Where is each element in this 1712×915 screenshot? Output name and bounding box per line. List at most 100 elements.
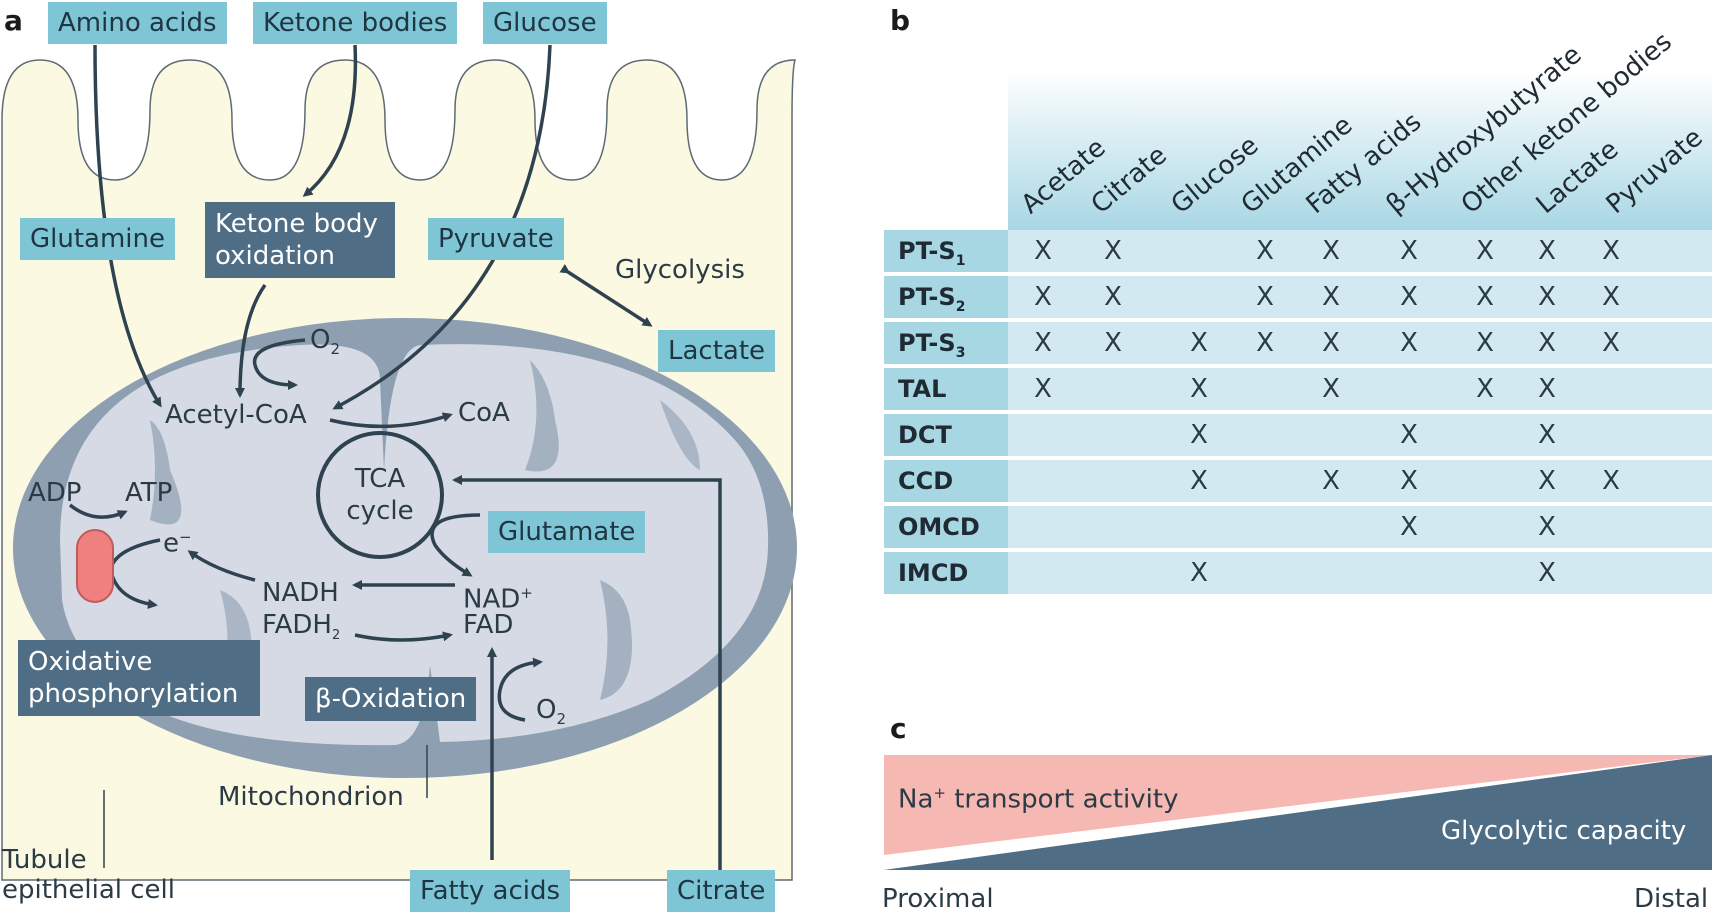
atp-label: ATP	[125, 478, 173, 508]
glutamate-box: Glutamate	[488, 511, 646, 553]
proximal-label: Proximal	[882, 884, 994, 914]
table-row	[1008, 506, 1712, 548]
row-name: CCD	[898, 467, 954, 495]
pyruvate-box: Pyruvate	[428, 218, 564, 260]
table-cell-mark: X	[1538, 328, 1556, 358]
table-row	[1008, 414, 1712, 456]
panel-b-header-bg	[1008, 70, 1712, 230]
table-row	[1008, 368, 1712, 410]
table-cell-mark: X	[1190, 466, 1208, 496]
o2-label-top: O2	[310, 325, 341, 359]
panel-c-wedges	[884, 755, 1712, 870]
tca-cycle-circle	[316, 431, 444, 559]
table-cell-mark: X	[1190, 558, 1208, 588]
beta-oxidation-box: β-Oxidation	[305, 677, 477, 721]
glycolysis-label: Glycolysis	[615, 255, 745, 285]
table-cell-mark: X	[1538, 374, 1556, 404]
row-name: PT-S	[898, 237, 956, 265]
row-name: OMCD	[898, 513, 980, 541]
table-cell-mark: X	[1602, 466, 1620, 496]
na-transport-wedge	[884, 755, 1712, 855]
row-name: PT-S	[898, 329, 956, 357]
row-name: PT-S	[898, 283, 956, 311]
tca-cycle-label: TCA cycle	[346, 464, 414, 526]
table-cell-mark: X	[1400, 512, 1418, 542]
tubule-cell-label: Tubule epithelial cell	[2, 845, 175, 905]
mitochondrion-label: Mitochondrion	[218, 782, 404, 812]
electron-label: e−	[163, 528, 192, 559]
ketone-body-oxidation-box: Ketone body oxidation	[205, 202, 395, 278]
panel-a-drawing	[1, 44, 797, 881]
table-cell-mark: X	[1322, 374, 1340, 404]
row-header: CCD	[884, 460, 1008, 502]
glycolytic-wedge	[884, 755, 1712, 870]
table-cell-mark: X	[1476, 374, 1494, 404]
table-row	[1008, 276, 1712, 318]
table-row	[1008, 230, 1712, 272]
ketone-bodies-box: Ketone bodies	[253, 2, 458, 44]
table-cell-mark: X	[1104, 236, 1122, 266]
row-subscript: 2	[955, 298, 966, 315]
glycolytic-label: Glycolytic capacity	[1441, 816, 1687, 846]
atp-synthase	[76, 529, 114, 603]
row-header: DCT	[884, 414, 1008, 456]
row-name: IMCD	[898, 559, 969, 587]
table-cell-mark: X	[1476, 236, 1494, 266]
table-cell-mark: X	[1476, 282, 1494, 312]
table-cell-mark: X	[1190, 374, 1208, 404]
table-cell-mark: X	[1400, 466, 1418, 496]
table-cell-mark: X	[1104, 328, 1122, 358]
table-cell-mark: X	[1256, 328, 1274, 358]
lactate-box: Lactate	[658, 330, 776, 372]
fatty-acids-box: Fatty acids	[410, 870, 571, 912]
fadh-label: FADH2	[262, 610, 341, 644]
oxidative-phosphorylation-box: Oxidative phosphorylation	[18, 640, 260, 716]
table-row	[1008, 460, 1712, 502]
fad-label: FAD	[463, 610, 514, 640]
table-cell-mark: X	[1538, 282, 1556, 312]
row-name: TAL	[898, 375, 947, 403]
table-cell-mark: X	[1034, 236, 1052, 266]
row-header: IMCD	[884, 552, 1008, 594]
row-subscript: 3	[955, 344, 966, 361]
table-cell-mark: X	[1602, 236, 1620, 266]
na-transport-label: Na+ transport activity	[898, 784, 1179, 815]
glucose-box: Glucose	[483, 2, 607, 44]
row-header: PT-S3	[884, 322, 1008, 364]
table-cell-mark: X	[1322, 282, 1340, 312]
row-header: TAL	[884, 368, 1008, 410]
table-cell-mark: X	[1602, 282, 1620, 312]
row-header: PT-S2	[884, 276, 1008, 318]
panel-a-letter: a	[4, 4, 23, 37]
table-cell-mark: X	[1602, 328, 1620, 358]
table-cell-mark: X	[1400, 282, 1418, 312]
row-name: DCT	[898, 421, 952, 449]
adp-label: ADP	[28, 478, 82, 508]
coa-label: CoA	[458, 398, 510, 428]
table-row	[1008, 552, 1712, 594]
acetyl-coa-label: Acetyl-CoA	[165, 400, 307, 430]
o2-label-bottom: O2	[536, 695, 567, 729]
nad-label: NAD+	[463, 584, 533, 615]
table-cell-mark: X	[1104, 282, 1122, 312]
table-cell-mark: X	[1034, 282, 1052, 312]
table-row	[1008, 322, 1712, 364]
table-cell-mark: X	[1322, 236, 1340, 266]
table-cell-mark: X	[1538, 558, 1556, 588]
table-cell-mark: X	[1322, 466, 1340, 496]
table-cell-mark: X	[1538, 236, 1556, 266]
table-cell-mark: X	[1400, 328, 1418, 358]
table-cell-mark: X	[1538, 512, 1556, 542]
table-cell-mark: X	[1256, 282, 1274, 312]
table-cell-mark: X	[1322, 328, 1340, 358]
table-cell-mark: X	[1400, 420, 1418, 450]
row-header: OMCD	[884, 506, 1008, 548]
table-cell-mark: X	[1190, 420, 1208, 450]
distal-label: Distal	[1634, 884, 1709, 914]
glutamine-box: Glutamine	[20, 218, 176, 260]
nadh-label: NADH	[262, 578, 339, 608]
table-cell-mark: X	[1400, 236, 1418, 266]
table-cell-mark: X	[1256, 236, 1274, 266]
row-header: PT-S1	[884, 230, 1008, 272]
row-subscript: 1	[955, 252, 966, 269]
